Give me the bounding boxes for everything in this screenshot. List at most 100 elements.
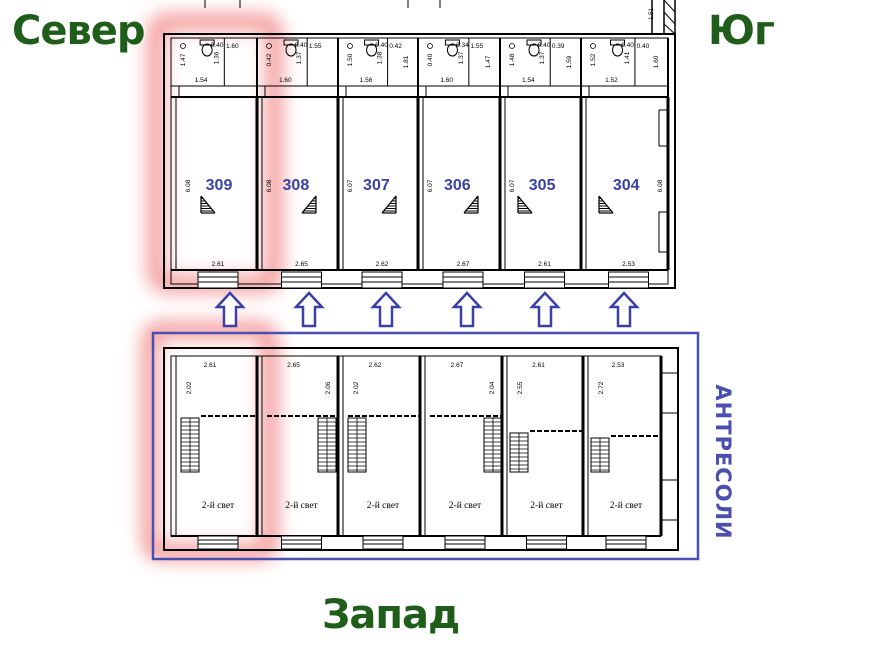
bathroom-dimension: 1.38 [377, 51, 384, 64]
toilet-tank [283, 39, 299, 46]
mezzanine-width: 2.67 [451, 362, 464, 369]
toilet-tank [526, 39, 542, 46]
mezzanine-depth: 2.06 [325, 381, 332, 394]
stair-dimension: 1.51 [649, 8, 655, 20]
entry-arrows [214, 291, 640, 328]
bathroom-dimension: 1.50 [347, 53, 354, 66]
second-light-label: 2-й свет [285, 500, 318, 511]
balcony-door [605, 535, 647, 550]
bathroom-dimension: 1.54 [522, 77, 535, 84]
bathroom-dimension: 0.34 [456, 42, 469, 49]
mezzanine-label-text: АНТРЕСОЛИ [711, 384, 735, 539]
staircase-icon [180, 417, 200, 473]
up-arrow-icon [214, 291, 246, 328]
room-width: 2.61 [212, 261, 225, 268]
bathroom-dimension: 1.55 [309, 43, 322, 50]
room-width: 2.61 [538, 261, 551, 268]
staircase-icon [590, 437, 610, 473]
balcony-door [442, 271, 484, 289]
bathroom-dimension: 1.59 [566, 55, 573, 68]
bathroom-dimension: 0.42 [389, 43, 402, 50]
room-width: 2.65 [295, 261, 308, 268]
mezzanine-width: 2.61 [204, 362, 217, 369]
bathroom-dimension: 1.47 [485, 55, 492, 68]
bathroom-dimension: 1.60 [279, 77, 292, 84]
balcony-door [281, 271, 322, 289]
room-depth: 6.08 [185, 179, 192, 192]
mezzanine-width: 2.61 [532, 362, 545, 369]
balcony-door [281, 535, 322, 550]
mezzanine-unit: 2.612.552-й свет [506, 356, 585, 550]
bathroom-dimension: 1.37 [539, 51, 546, 64]
bathroom-dimension: 0.39 [552, 43, 565, 50]
bathroom-dimension: 1.36 [213, 51, 220, 64]
mezzanine-depth: 2.02 [353, 381, 360, 394]
shower-drain-icon [509, 43, 515, 49]
room-309: 309 6.08 2.61 [175, 97, 259, 289]
bathroom-dimension: 1.54 [195, 77, 208, 84]
mezzanine-outline [163, 347, 679, 551]
shower-drain-icon [347, 43, 353, 49]
toilet-icon [612, 43, 624, 57]
bathroom-dimension: 0.40 [621, 42, 634, 49]
mezzanine-label: АНТРЕСОЛИ [711, 384, 735, 539]
bathroom-dimension: 1.41 [624, 51, 631, 64]
compass-south: Юг [708, 8, 775, 54]
bathroom-dimension: 1.52 [590, 53, 597, 66]
bathroom-dimension: 0.40 [637, 43, 650, 50]
bathroom-dimension: 0.40 [538, 42, 551, 49]
room-row: 3096.082.613086.082.653076.072.623066.07… [175, 97, 670, 289]
bathroom-dimension: 0.40 [211, 42, 224, 49]
room-depth: 6.07 [509, 179, 516, 192]
second-light-label: 2-й свет [449, 500, 482, 511]
staircase-icon [598, 195, 614, 214]
mezzanine-width: 2.65 [287, 362, 300, 369]
room-number: 308 [283, 177, 310, 194]
staircase-icon [517, 195, 533, 214]
balcony-door [362, 535, 404, 550]
toilet-icon [528, 43, 540, 57]
bathroom-dimension: 1.81 [403, 55, 410, 68]
toilet-tank [444, 39, 460, 46]
room-number: 307 [363, 177, 390, 194]
bathroom-dimension: 0.42 [266, 53, 273, 66]
mezzanine-depth: 2.55 [517, 381, 524, 394]
bathroom-dimension: 1.55 [471, 43, 484, 50]
room-width: 2.62 [376, 261, 389, 268]
room-width: 2.53 [622, 261, 635, 268]
second-light-label: 2-й свет [202, 500, 235, 511]
up-arrow-icon [370, 291, 402, 328]
balcony-door [444, 535, 486, 550]
mezzanine-depth: 2.02 [186, 381, 193, 394]
compass-west: Запад [322, 592, 460, 638]
mezzanine-unit: 2.532.722-й свет [587, 356, 663, 550]
shower-drain-icon [590, 43, 596, 49]
up-arrow-icon [608, 291, 640, 328]
bathroom-dimension: 1.37 [296, 51, 303, 64]
mezzanine-depth: 2.04 [489, 381, 496, 394]
mezzanine-frame [151, 331, 700, 561]
staircase-icon [200, 195, 216, 214]
bathroom-dimension: 0.40 [375, 42, 388, 49]
balcony-door [526, 535, 567, 550]
room-number: 304 [613, 177, 640, 194]
mezzanine-unit: 2.65 2.06 2-й свет [261, 356, 340, 550]
balcony-door [197, 535, 239, 550]
compass-north: Север [12, 8, 146, 54]
staircase-icon [463, 195, 479, 214]
bathroom-dimension: 0.40 [295, 42, 308, 49]
up-arrow-icon [293, 291, 325, 328]
bathroom-dimension: 1.60 [653, 55, 660, 68]
staircase-icon [483, 417, 503, 473]
toilet-icon [446, 43, 458, 57]
mezzanine-unit: 2.61 2.02 2-й свет [175, 356, 259, 550]
room-number: 309 [206, 177, 233, 194]
staircase-icon [301, 195, 317, 214]
bathroom-dimension: 0.40 [427, 53, 434, 66]
balcony-door [361, 271, 403, 289]
bathroom-dimension: 1.52 [605, 77, 618, 84]
